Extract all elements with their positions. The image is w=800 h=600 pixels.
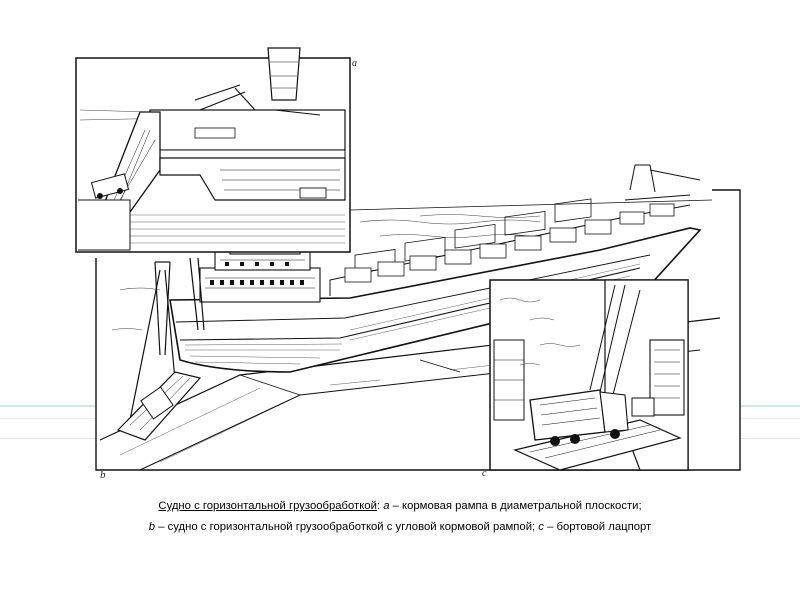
caption-line-2: b – судно с горизонтальной грузообработк… — [0, 517, 800, 538]
panel-b-label: b — [100, 469, 106, 481]
panel-a — [75, 47, 351, 253]
caption-text-b: – судно с горизонтальной грузообработкой… — [155, 521, 539, 533]
caption-label-c: с — [538, 521, 544, 533]
caption-line-1: Судно с горизонтальной грузообработкой: … — [158, 500, 642, 512]
caption-text-c: – бортовой лацпорт — [543, 521, 652, 533]
caption-label-b: b — [148, 521, 156, 533]
panel-c — [489, 279, 689, 471]
caption-label-a: а — [383, 500, 390, 512]
figure-caption: Судно с горизонтальной грузообработкой: … — [0, 496, 800, 538]
panel-c-label: c — [482, 468, 487, 479]
panel-a-label: a — [352, 58, 357, 69]
ro-ro-ship-illustration: b — [75, 47, 741, 482]
caption-text-a: – кормовая рампа в диаметральной плоскос… — [389, 500, 642, 512]
ship-drawing: b — [75, 47, 741, 482]
caption-title: Судно с горизонтальной грузообработкой — [158, 500, 377, 512]
